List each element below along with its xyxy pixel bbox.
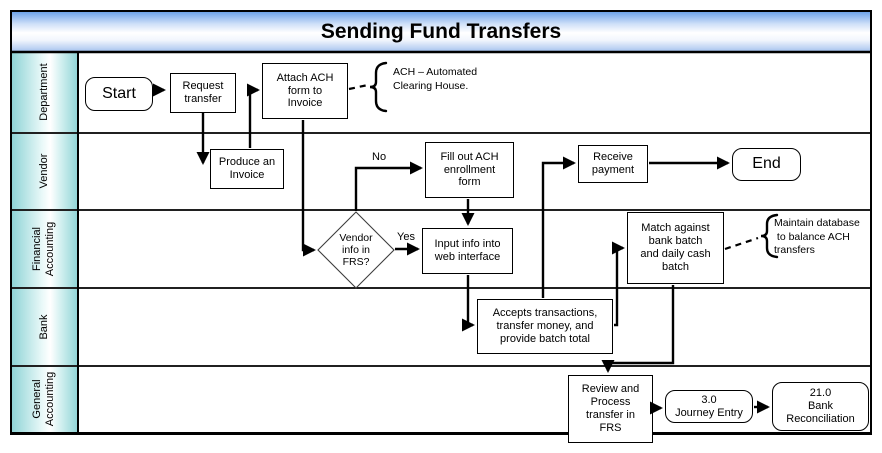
callout-ach-definition: ACH – Automated Clearing House. xyxy=(393,66,478,92)
lane-label-financial-accounting: Financial Accounting xyxy=(31,221,56,277)
decision-vendor-info-frs-label: Vendor info in FRS? xyxy=(339,231,373,269)
lane-label-bank: Bank xyxy=(37,314,50,340)
match-bank-batch-step: Match against bank batch and daily cash … xyxy=(627,212,724,284)
review-process-frs-step: Review and Process transfer in FRS xyxy=(568,375,653,443)
edge-label-yes: Yes xyxy=(397,231,415,243)
lane-header-financial-accounting xyxy=(12,211,78,287)
lane-label-vendor: Vendor xyxy=(37,153,50,189)
bank-reconciliation-terminator: 21.0 Bank Reconciliation xyxy=(772,382,869,431)
input-info-web-interface-step: Input info into web interface xyxy=(422,228,513,274)
start-terminator: Start xyxy=(85,77,153,111)
journey-entry-terminator: 3.0 Journey Entry xyxy=(665,390,753,423)
callout-maintain-database: Maintain database to balance ACH transfe… xyxy=(774,217,860,257)
produce-invoice-step: Produce an Invoice xyxy=(210,149,284,189)
edge-label-no: No xyxy=(372,151,387,163)
lane-label-general-accounting: General Accounting xyxy=(31,371,56,427)
lane-header-bank xyxy=(12,289,78,365)
diagram-border xyxy=(10,10,872,435)
lane-header-general-accounting xyxy=(12,367,78,432)
lane-label-department: Department xyxy=(37,63,50,121)
end-label: End xyxy=(752,155,781,173)
receive-payment-step: Receive payment xyxy=(578,145,648,183)
start-label: Start xyxy=(102,84,136,102)
end-terminator: End xyxy=(732,148,801,181)
request-transfer-step: Request transfer xyxy=(170,73,236,113)
fill-out-ach-enrollment-step: Fill out ACH enrollment form xyxy=(425,142,514,198)
diagram-title: Sending Fund Transfers xyxy=(320,20,562,43)
lane-header-vendor xyxy=(12,134,78,209)
accepts-transactions-step: Accepts transactions, transfer money, an… xyxy=(477,299,613,354)
attach-ach-form-step: Attach ACH form to Invoice xyxy=(262,63,348,119)
title-bar: Sending Fund Transfers xyxy=(12,12,870,52)
lane-header-department xyxy=(12,53,78,132)
